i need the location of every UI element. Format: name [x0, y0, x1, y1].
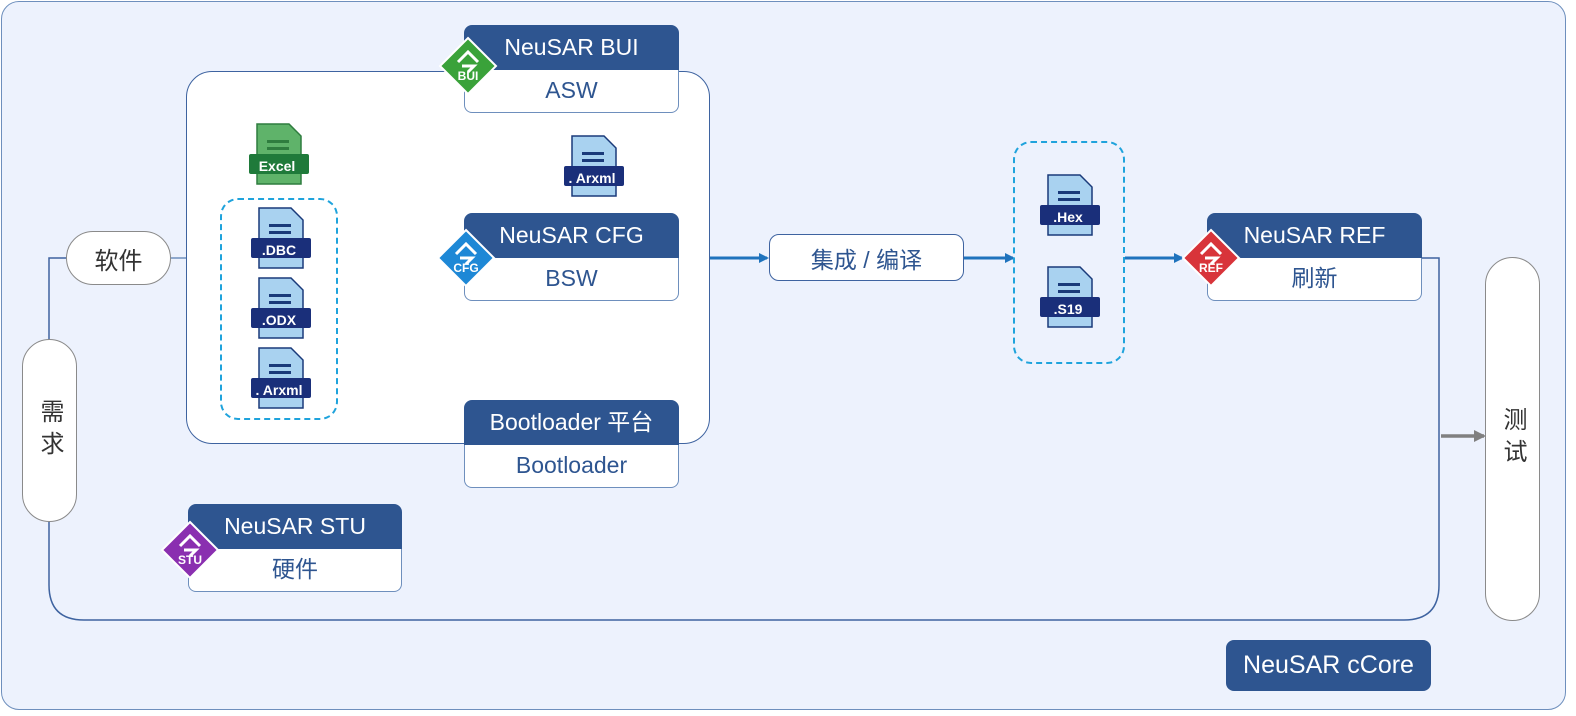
odx-file-label: .ODX — [261, 312, 297, 328]
hex-file-icon[interactable]: .Hex — [1036, 173, 1100, 237]
stu-badge-label: STU — [178, 553, 202, 567]
bui-badge-label: BUI — [457, 69, 479, 83]
cfg-badge-icon: CFG — [436, 228, 496, 288]
arxml-top-file-label: . Arxml — [568, 170, 616, 186]
bui-badge-icon: BUI — [438, 36, 498, 96]
arxml-file-label: . Arxml — [255, 382, 303, 398]
stu-subtitle: 硬件 — [188, 549, 402, 592]
arxml-file-icon[interactable]: . Arxml — [247, 346, 311, 410]
ref-card[interactable]: NeuSAR REF 刷新 — [1207, 213, 1422, 301]
integrate-label: 集成 / 编译 — [810, 246, 923, 273]
requirement-label: 需求 — [36, 398, 63, 463]
excel-file-icon[interactable]: Excel — [245, 122, 309, 186]
requirement-to-hardware-line — [48, 257, 1440, 621]
s19-file-icon[interactable]: .S19 — [1036, 265, 1100, 329]
cfg-badge-label: CFG — [453, 261, 479, 275]
cfg-subtitle: BSW — [464, 258, 679, 301]
bootloader-card[interactable]: Bootloader 平台 Bootloader — [464, 400, 679, 488]
platform-label: NeuSAR cCore — [1226, 640, 1431, 691]
ref-title: NeuSAR REF — [1207, 213, 1422, 258]
bui-subtitle: ASW — [464, 70, 679, 113]
stu-title: NeuSAR STU — [188, 504, 402, 549]
software-node[interactable]: 软件 — [66, 231, 171, 285]
ref-badge-icon: REF — [1181, 228, 1241, 288]
bui-title: NeuSAR BUI — [464, 25, 679, 70]
input-files-group — [220, 198, 338, 420]
dbc-file-icon[interactable]: .DBC — [247, 206, 311, 270]
bui-card[interactable]: NeuSAR BUI ASW — [464, 25, 679, 113]
requirement-loop-line — [48, 257, 66, 340]
s19-file-label: .S19 — [1053, 301, 1083, 317]
integrate-compile-node[interactable]: 集成 / 编译 — [769, 234, 964, 281]
hex-file-label: .Hex — [1053, 209, 1083, 225]
requirement-node[interactable]: 需求 — [22, 339, 77, 522]
stu-badge-icon: STU — [160, 520, 220, 580]
arxml-top-file-icon[interactable]: . Arxml — [560, 134, 624, 198]
bootloader-subtitle: Bootloader — [464, 445, 679, 488]
odx-file-icon[interactable]: .ODX — [247, 276, 311, 340]
cfg-card[interactable]: NeuSAR CFG BSW — [464, 213, 679, 301]
bootloader-title: Bootloader 平台 — [464, 400, 679, 445]
dbc-file-label: .DBC — [261, 242, 297, 258]
cfg-title: NeuSAR CFG — [464, 213, 679, 258]
ref-subtitle: 刷新 — [1207, 258, 1422, 301]
excel-file-label: Excel — [258, 158, 296, 174]
output-files-group — [1013, 141, 1125, 364]
test-label: 测试 — [1499, 407, 1526, 471]
stu-card[interactable]: NeuSAR STU 硬件 — [188, 504, 402, 592]
test-node[interactable]: 测试 — [1485, 257, 1540, 621]
ref-badge-label: REF — [1199, 261, 1223, 275]
software-label: 软件 — [94, 247, 143, 275]
